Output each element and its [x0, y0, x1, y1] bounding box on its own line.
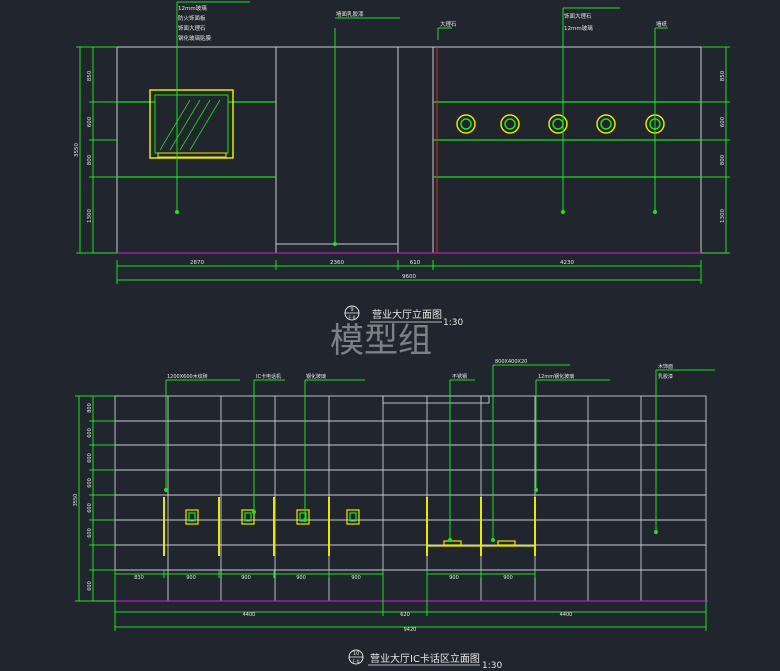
dimension-total: 3550 — [73, 494, 79, 507]
dimension-label: 900 — [503, 575, 513, 581]
dimension-label: 2360 — [330, 260, 344, 266]
dimension-total: 9600 — [402, 274, 416, 280]
dimension-label: 850 — [87, 70, 93, 81]
annotation: 800X400X20 — [495, 359, 527, 365]
dimension-total: 9420 — [404, 627, 417, 633]
dimension-total: 3550 — [74, 143, 80, 157]
dimension-label: 600 — [87, 528, 93, 538]
annotation: 墙面乳胶漆 — [336, 10, 364, 18]
dimension-label: 800 — [87, 154, 93, 165]
dimension-label: 4400 — [243, 612, 256, 618]
dimension-label: 800 — [87, 403, 93, 413]
dimension-label: 600 — [87, 453, 93, 463]
dimension-label: 900 — [186, 575, 196, 581]
dimension-label: 600 — [87, 116, 93, 127]
dimension-label: 610 — [410, 260, 421, 266]
dimension-label: 4400 — [560, 612, 573, 618]
annotation: IC卡电话机 — [256, 373, 281, 380]
annotation: 钢化玻璃贴膜 — [178, 34, 212, 42]
dimension-label: 600 — [87, 428, 93, 438]
title: 营业大厅IC卡话区立面图 — [370, 652, 480, 665]
elevation-1: 12mm玻璃 防火饰面板 饰面大理石 钢化玻璃贴膜 墙面乳胶漆 大理石 饰面大理… — [74, 1, 730, 328]
tv-screen — [149, 89, 234, 159]
ornament-row — [456, 114, 665, 134]
annotation: 大理石 — [440, 20, 457, 28]
dimension-label: 600 — [720, 116, 726, 127]
dimension-label: 600 — [87, 478, 93, 488]
dimension-label: 800 — [720, 154, 726, 165]
dimension-label: 900 — [449, 575, 459, 581]
sheet-number: F-0 — [348, 315, 355, 321]
dimension-label: 4230 — [560, 260, 574, 266]
elevation-2: 1200X600木纹砖 IC卡电话机 钢化玻璃 不锈钢 800X400X20 1… — [73, 359, 715, 671]
annotation: 钢化玻璃 — [306, 373, 326, 380]
annotation: 饰面大理石 — [564, 12, 592, 20]
watermark: 模型组 — [330, 321, 432, 361]
dimension-label: 1300 — [87, 209, 93, 223]
annotation: 不锈钢 — [452, 373, 467, 380]
dimension-label: 600 — [87, 503, 93, 513]
annotation: 饰面大理石 — [178, 24, 206, 32]
scale: 1:30 — [482, 661, 502, 671]
dimension-label: 900 — [351, 575, 361, 581]
annotation: 12mm钢化玻璃 — [538, 373, 574, 380]
annotation: 墙纸 — [656, 20, 668, 28]
annotation: 12mm玻璃 — [178, 4, 207, 12]
annotation: 12mm玻璃 — [564, 24, 593, 32]
sheet-number: F-0 — [352, 659, 359, 665]
title: 营业大厅立面图 — [372, 308, 442, 321]
scale: 1:30 — [443, 318, 463, 328]
annotation: 防火饰面板 — [178, 14, 206, 22]
index-number: 9 — [350, 307, 353, 313]
dimension-label: 620 — [400, 612, 410, 618]
dimension-label: 1300 — [720, 209, 726, 223]
drawing-title: 9 F-0 营业大厅立面图 1:30 — [344, 305, 463, 328]
dimension-label: 600 — [87, 581, 93, 591]
drawing-title: 10 F-0 营业大厅IC卡话区立面图 1:30 — [348, 649, 502, 671]
phone-icon — [185, 509, 360, 525]
dimension-label: 850 — [720, 70, 726, 81]
index-number: 10 — [353, 651, 359, 657]
dimension-label: 900 — [241, 575, 251, 581]
dimension-label: 830 — [134, 575, 144, 581]
dimension-label: 2870 — [190, 260, 204, 266]
annotation: 乳胶漆 — [658, 373, 673, 380]
annotation: 1200X600木纹砖 — [167, 373, 208, 380]
dimension-label: 900 — [296, 575, 306, 581]
annotation: 木饰面 — [658, 363, 673, 370]
